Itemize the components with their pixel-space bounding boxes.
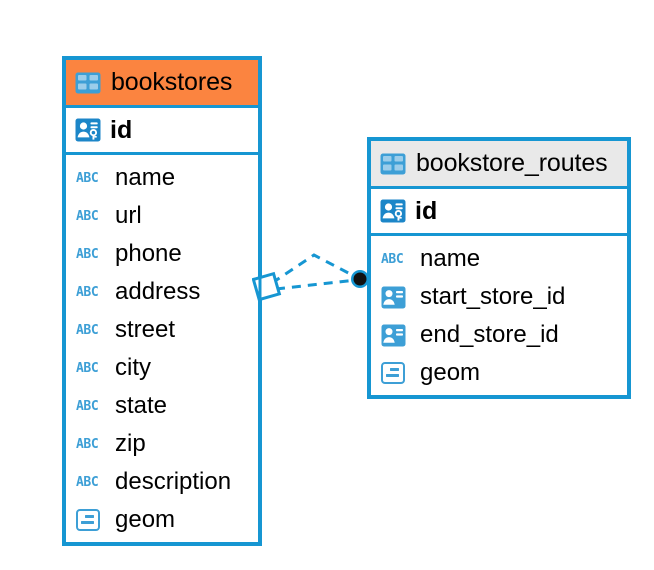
field-row-state[interactable]: ABC state [66,387,258,425]
field-label-name: name [420,245,481,272]
geometry-icon [76,509,106,531]
field-label-url: url [115,202,142,229]
entity-header-bookstores[interactable]: bookstores [66,60,258,108]
field-row-address[interactable]: ABC address [66,273,258,311]
abc-text-icon: ABC [76,208,99,224]
abc-text-icon: ABC [76,360,99,376]
field-row-description[interactable]: ABC description [66,463,258,501]
field-row-zip[interactable]: ABC zip [66,425,258,463]
abc-text-icon: ABC [76,284,99,300]
primary-key-label-bookstore-routes: id [415,196,438,225]
relationship-line-upper [271,253,357,285]
field-row-url[interactable]: ABC url [66,197,258,235]
table-icon [75,72,101,94]
abc-text-icon: ABC [381,251,404,267]
abc-text-icon: ABC [76,322,99,338]
field-label-end-store-id: end_store_id [420,321,559,348]
abc-text-icon: ABC [76,246,99,262]
primary-key-label-bookstores: id [110,115,133,144]
field-label-geom: geom [115,506,176,533]
entity-bookstore-routes[interactable]: bookstore_routes id ABC name [367,137,631,399]
field-list-bookstores: ABC name ABC url ABC phone ABC address A… [66,155,258,543]
field-label-geom: geom [420,359,481,386]
field-label-state: state [115,392,168,419]
relationship-connector [251,243,377,305]
primary-key-row-bookstores[interactable]: id [66,108,258,155]
field-row-geom[interactable]: geom [66,501,258,539]
field-row-phone[interactable]: ABC phone [66,235,258,273]
abc-text-icon: ABC [76,170,99,186]
primary-key-row-bookstore-routes[interactable]: id [371,189,627,236]
field-label-phone: phone [115,240,182,267]
field-row-name[interactable]: ABC name [66,159,258,197]
field-label-zip: zip [115,430,146,457]
field-row-start-store-id[interactable]: start_store_id [371,278,627,316]
geometry-icon [381,362,411,384]
primary-key-icon [380,199,406,223]
field-row-end-store-id[interactable]: end_store_id [371,316,627,354]
field-row-name[interactable]: ABC name [371,240,627,278]
field-label-start-store-id: start_store_id [420,283,566,310]
foreign-key-icon [381,324,411,347]
table-icon [380,153,406,175]
entity-title-bookstore-routes: bookstore_routes [416,149,608,177]
primary-key-icon [75,118,101,142]
entity-header-bookstore-routes[interactable]: bookstore_routes [371,141,627,189]
entity-bookstores[interactable]: bookstores id ABC name [62,56,262,546]
field-list-bookstore-routes: ABC name start_store_id [371,236,627,396]
entity-title-bookstores: bookstores [111,68,233,96]
field-label-name: name [115,164,176,191]
abc-text-icon: ABC [76,474,99,490]
abc-text-icon: ABC [76,436,99,452]
field-row-city[interactable]: ABC city [66,349,258,387]
field-label-city: city [115,354,151,381]
foreign-key-icon [381,286,411,309]
relationship-line-lower [275,278,357,291]
field-row-street[interactable]: ABC street [66,311,258,349]
field-label-address: address [115,278,201,305]
abc-text-icon: ABC [76,398,99,414]
field-label-description: description [115,468,232,495]
field-label-street: street [115,316,176,343]
field-row-geom[interactable]: geom [371,354,627,392]
